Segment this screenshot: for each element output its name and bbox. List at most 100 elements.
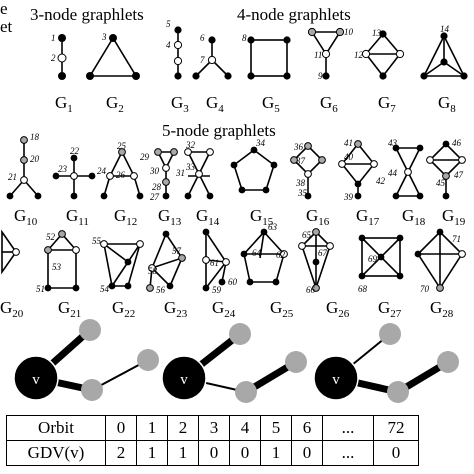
graphlet-label: G2 <box>106 93 124 115</box>
node <box>162 178 170 186</box>
orbit-number: 43 <box>388 138 398 148</box>
gdv-table: Orbit 0 1 2 3 4 5 6 ... 72 GDV(v) 2 1 1 … <box>6 415 419 466</box>
center-node-label: v <box>332 372 340 388</box>
graphlet-label: G1 <box>55 93 73 115</box>
node <box>173 40 183 50</box>
orbit-number: 64 <box>252 248 262 258</box>
node <box>6 192 14 200</box>
node <box>442 140 450 148</box>
gdv-cell: 0 <box>229 440 261 466</box>
example-neighborhood-1: v <box>13 319 159 401</box>
neighbor-node <box>387 381 409 403</box>
gdv-header: GDV(v) <box>6 440 106 466</box>
orbit-number: 6 <box>200 33 205 43</box>
graphlet-g28 <box>414 228 466 292</box>
orbit-number: 18 <box>30 132 40 142</box>
node <box>458 250 466 258</box>
gdv-cell: 0 <box>291 440 323 466</box>
graphlet-label: G12 <box>114 206 137 228</box>
graphlet-label: G3 <box>171 93 189 115</box>
node <box>312 284 320 292</box>
center-node-v <box>13 355 59 401</box>
orbit-header: Orbit <box>6 415 106 441</box>
graphlet-g4 <box>192 36 232 80</box>
node <box>379 72 387 80</box>
gdv-cell: 0 <box>198 440 230 466</box>
orbit-number: 44 <box>388 168 398 178</box>
graphlet-g22 <box>100 240 144 290</box>
orbit-cell: 1 <box>136 415 168 441</box>
orbit-number: 28 <box>152 182 162 192</box>
node <box>148 264 156 272</box>
orbit-number: 25 <box>117 141 127 151</box>
orbit-number: 14 <box>440 24 450 34</box>
node <box>20 136 28 144</box>
node <box>312 228 320 236</box>
orbit-number: 3 <box>101 32 107 42</box>
orbit-number: 1 <box>51 33 56 43</box>
orbit-number: 69 <box>368 254 378 264</box>
graphlet-g3 <box>173 26 183 80</box>
node <box>70 172 78 180</box>
node <box>426 156 434 164</box>
node <box>72 284 80 292</box>
neighbor-node <box>81 379 103 401</box>
graphlet-g17 <box>338 140 378 200</box>
node <box>206 192 214 200</box>
orbit-cell: 0 <box>105 415 137 441</box>
g-labels-row2: G10 G11 G12 G13 G14 G15 G16 G17 G18 G19 <box>14 206 466 228</box>
node <box>436 228 444 236</box>
graphlet-g25 <box>240 228 288 286</box>
node <box>124 282 132 290</box>
orbit-number: 40 <box>344 152 354 162</box>
node <box>12 248 20 256</box>
node <box>86 72 94 80</box>
graphlet-label: G18 <box>402 206 426 228</box>
node <box>136 192 144 200</box>
node <box>272 278 280 286</box>
neighbor-node <box>79 319 101 341</box>
orbit-number: 52 <box>46 232 56 242</box>
graphlet-g6 <box>307 27 345 80</box>
node <box>146 284 154 292</box>
node <box>354 140 362 148</box>
orbit-number: 65 <box>302 230 312 240</box>
neighbor-node <box>229 323 251 345</box>
graphlet-label: G20 <box>0 298 24 320</box>
node <box>283 36 291 44</box>
node <box>162 164 170 172</box>
graphlet-label: G11 <box>66 206 89 228</box>
orbit-number: 34 <box>255 138 266 148</box>
orbit-number: 59 <box>212 285 222 295</box>
node <box>280 250 288 258</box>
graphlet-g7 <box>361 30 405 80</box>
neighbor-node <box>379 323 401 345</box>
graphlet-label: G7 <box>378 93 396 115</box>
graphlet-g19 <box>426 140 466 200</box>
graphlet-label: G5 <box>262 93 280 115</box>
node <box>195 170 203 178</box>
orbit-number: 46 <box>452 138 462 148</box>
node <box>440 58 448 66</box>
gdv-cell: 1 <box>167 440 199 466</box>
node <box>307 27 317 37</box>
node <box>321 49 331 59</box>
node <box>377 253 385 261</box>
node <box>52 172 60 180</box>
node <box>298 242 306 250</box>
orbit-number: 24 <box>97 166 107 176</box>
node <box>154 148 162 156</box>
node <box>304 192 312 200</box>
orbit-number: 38 <box>295 178 306 188</box>
node <box>246 278 254 286</box>
node <box>136 240 144 248</box>
graphlet-g14 <box>184 148 214 200</box>
node <box>358 272 366 280</box>
orbit-number: 12 <box>354 50 364 60</box>
orbit-number: 35 <box>297 188 308 198</box>
graphlet-g11 <box>52 154 96 200</box>
orbit-number: 8 <box>242 33 247 43</box>
node <box>440 32 448 40</box>
orbit-cell: 2 <box>167 415 199 441</box>
node <box>416 144 424 152</box>
